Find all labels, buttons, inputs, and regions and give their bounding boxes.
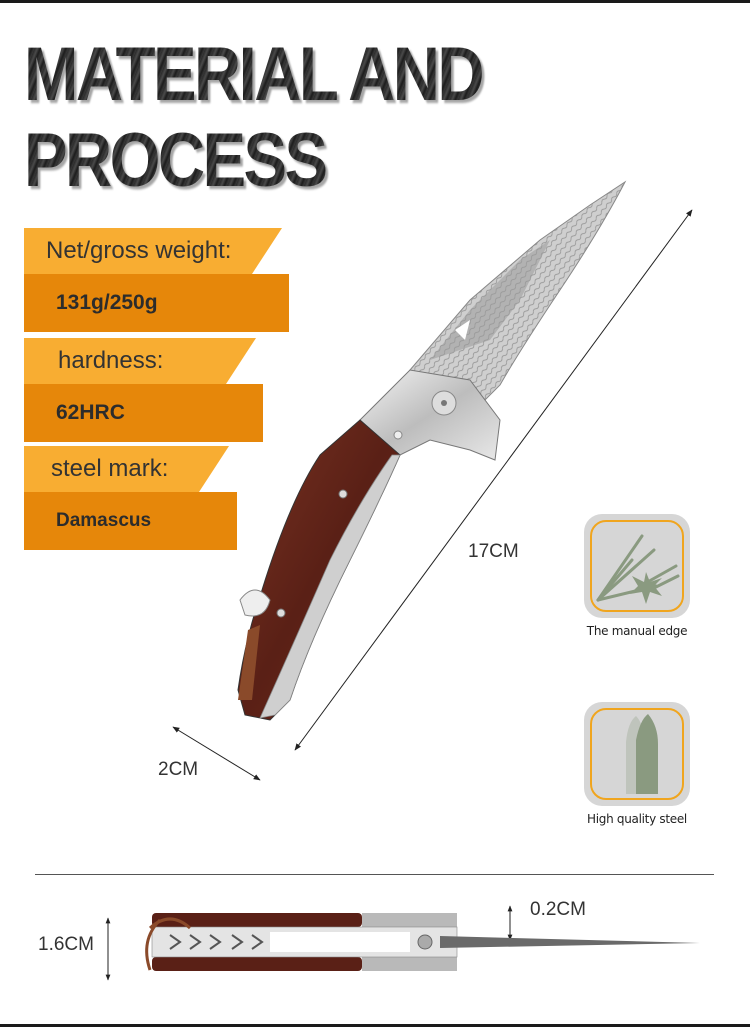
spec-label: Net/gross weight: (24, 228, 282, 274)
knife-side-view (105, 905, 700, 981)
closed-thickness-label: 1.6CM (38, 934, 94, 955)
feature-tile (584, 702, 690, 806)
spec-value: 131g/250g (24, 274, 289, 332)
length-arrow (294, 209, 693, 751)
bottom-rule (0, 1024, 750, 1027)
spec-weight: Net/gross weight: 131g/250g (24, 228, 289, 332)
length-label: 17CM (468, 541, 519, 562)
feature-high-quality-steel: High quality steel (582, 702, 692, 826)
spec-value: Damascus (24, 492, 237, 550)
knife-bolster (359, 369, 501, 461)
page-title: MATERIAL AND PROCESS (24, 32, 482, 204)
spec-steel-mark: steel mark: Damascus (24, 446, 237, 550)
knife-handle (237, 419, 401, 721)
top-rule (0, 0, 750, 3)
title-line-1: MATERIAL AND (24, 32, 483, 117)
spec-value: 62HRC (24, 384, 263, 442)
spec-label: steel mark: (24, 446, 229, 492)
spec-hardness: hardness: 62HRC (24, 338, 263, 442)
feature-tile (584, 514, 690, 618)
blade-thickness-label: 0.2CM (530, 899, 586, 920)
knife-blade (409, 180, 627, 401)
spec-label: hardness: (24, 338, 256, 384)
title-line-2: PROCESS (24, 118, 326, 203)
feature-manual-edge: The manual edge (582, 514, 692, 638)
width-label: 2CM (158, 759, 199, 780)
feature-caption: High quality steel (587, 812, 687, 826)
steel-blade-icon (626, 714, 658, 794)
section-divider (35, 874, 714, 875)
sparkle-edge-icon (596, 534, 680, 604)
feature-caption: The manual edge (586, 624, 688, 638)
